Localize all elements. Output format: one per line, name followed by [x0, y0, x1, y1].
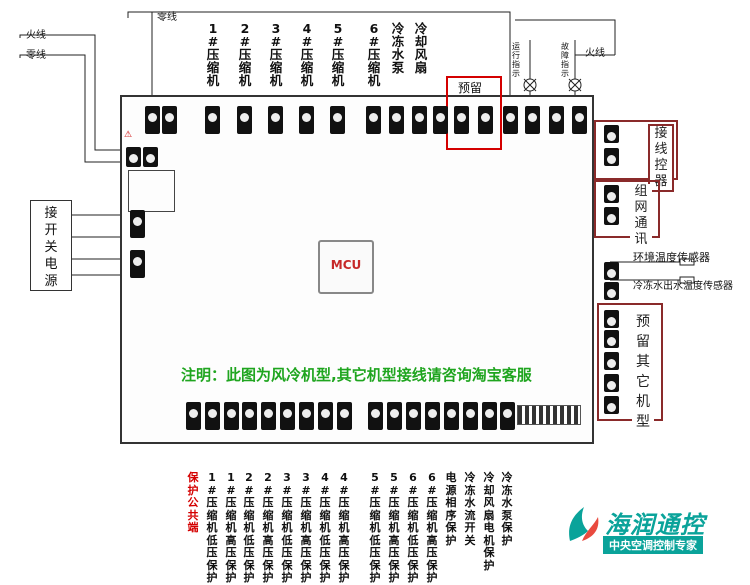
bottom-terminal — [500, 402, 515, 430]
network-label: 组网通讯 — [630, 184, 652, 248]
controller-box — [594, 120, 678, 180]
note-text: 注明：此图为风冷机型,其它机型接线请咨询淘宝客服 — [181, 366, 532, 384]
logo-tagline: 中央空调控制专家 — [603, 536, 703, 554]
neutral-left-label: 零线 — [26, 50, 46, 61]
bottom-label-2: 1#压缩机低压保护 — [206, 471, 218, 584]
top-terminal — [237, 106, 252, 134]
bottom-label-4: 2#压缩机低压保护 — [243, 471, 255, 584]
mcu-label: MCU — [330, 258, 362, 272]
bottom-label-1: 保护公共端 — [187, 471, 199, 534]
top-label-2: 2#压缩机 — [238, 21, 252, 88]
bottom-label-8: 4#压缩机低压保护 — [319, 471, 331, 584]
bottom-terminal — [280, 402, 295, 430]
top-label-5: 5#压缩机 — [331, 21, 345, 88]
neutral-top-label: 零线 — [157, 12, 177, 23]
bottom-label-3: 1#压缩机高压保护 — [225, 471, 237, 584]
right-terminal — [604, 125, 619, 143]
water-sensor-label: 冷冻水出水温度传感器 — [633, 281, 733, 292]
bottom-terminal — [205, 402, 220, 430]
right-terminal — [604, 262, 619, 280]
bottom-label-6: 3#压缩机低压保护 — [281, 471, 293, 584]
dip-switch — [517, 405, 581, 425]
bottom-terminal — [482, 402, 497, 430]
bottom-terminal — [318, 402, 333, 430]
power-switch-label: 接开关电源 — [44, 206, 58, 289]
right-terminal — [604, 352, 619, 370]
top-label-6: 6#压缩机 — [367, 21, 381, 88]
ambient-sensor-label: 环境温度传感器 — [633, 251, 710, 264]
top-label-1: 1#压缩机 — [206, 21, 220, 88]
power-terminal-l — [126, 147, 141, 167]
bottom-label-10: 5#压缩机低压保护 — [369, 471, 381, 584]
fuse-holder — [128, 170, 175, 212]
mcu-chip: MCU — [318, 240, 374, 294]
bottom-label-5: 2#压缩机高压保护 — [262, 471, 274, 584]
bottom-terminal — [299, 402, 314, 430]
bottom-terminal — [261, 402, 276, 430]
bottom-label-15: 冷冻水流开关 — [464, 471, 476, 547]
top-terminal — [454, 106, 469, 134]
top-terminal — [205, 106, 220, 134]
top-terminal — [478, 106, 493, 134]
reserved-top-label: 预留 — [458, 81, 483, 95]
bottom-label-7: 3#压缩机高压保护 — [300, 471, 312, 584]
logo-mark-icon — [569, 507, 599, 541]
run-indicator-label: 运行指示 — [512, 42, 520, 78]
dc-terminal-1 — [130, 210, 145, 238]
logo-name: 海润通控 — [605, 511, 705, 539]
top-terminal — [366, 106, 381, 134]
right-terminal — [604, 310, 619, 328]
fire-left-label: 火线 — [26, 30, 46, 41]
bottom-terminal — [425, 402, 440, 430]
right-terminal — [604, 330, 619, 348]
top-label-7: 冷冻水泵 — [391, 21, 405, 75]
bottom-label-13: 6#压缩机高压保护 — [426, 471, 438, 584]
top-terminal — [268, 106, 283, 134]
bottom-terminal — [406, 402, 421, 430]
power-terminal-n — [143, 147, 158, 167]
right-terminal — [604, 282, 619, 300]
bottom-terminal — [186, 402, 201, 430]
right-terminal — [604, 185, 619, 203]
top-terminal — [330, 106, 345, 134]
top-terminal — [162, 106, 177, 134]
top-terminal — [412, 106, 427, 134]
top-terminal — [503, 106, 518, 134]
bottom-terminal — [368, 402, 383, 430]
bottom-label-16: 冷却风扇电机保护 — [483, 471, 495, 572]
fire-right-label: 火线 — [585, 48, 605, 59]
bottom-label-14: 电源相序保护 — [445, 471, 457, 547]
dc-terminal-2 — [130, 250, 145, 278]
top-label-8: 冷却风扇 — [414, 21, 428, 75]
right-terminal — [604, 207, 619, 225]
top-terminal — [145, 106, 160, 134]
right-terminal — [604, 396, 619, 414]
top-terminal — [525, 106, 540, 134]
bottom-label-11: 5#压缩机高压保护 — [388, 471, 400, 584]
top-label-3: 3#压缩机 — [269, 21, 283, 88]
bottom-terminal — [444, 402, 459, 430]
power-switch-box: 接开关电源 — [30, 200, 72, 291]
top-terminal — [433, 106, 448, 134]
top-terminal — [299, 106, 314, 134]
hazard-icon: ⚠ — [124, 130, 133, 140]
fault-indicator-label: 故障指示 — [561, 42, 569, 78]
right-terminal — [604, 374, 619, 392]
top-terminal — [389, 106, 404, 134]
bottom-terminal — [387, 402, 402, 430]
bottom-label-17: 冷冻水泵保护 — [501, 471, 513, 547]
bottom-terminal — [224, 402, 239, 430]
reserved-other-box — [597, 303, 663, 421]
reserved-other-label: 预留其它机型 — [632, 312, 654, 432]
bottom-label-9: 4#压缩机高压保护 — [338, 471, 350, 584]
bottom-label-12: 6#压缩机低压保护 — [407, 471, 419, 584]
bottom-terminal — [463, 402, 478, 430]
network-box — [594, 180, 660, 238]
right-terminal — [604, 148, 619, 166]
top-label-4: 4#压缩机 — [300, 21, 314, 88]
top-terminal — [549, 106, 564, 134]
top-terminal — [572, 106, 587, 134]
bottom-terminal — [242, 402, 257, 430]
bottom-terminal — [337, 402, 352, 430]
